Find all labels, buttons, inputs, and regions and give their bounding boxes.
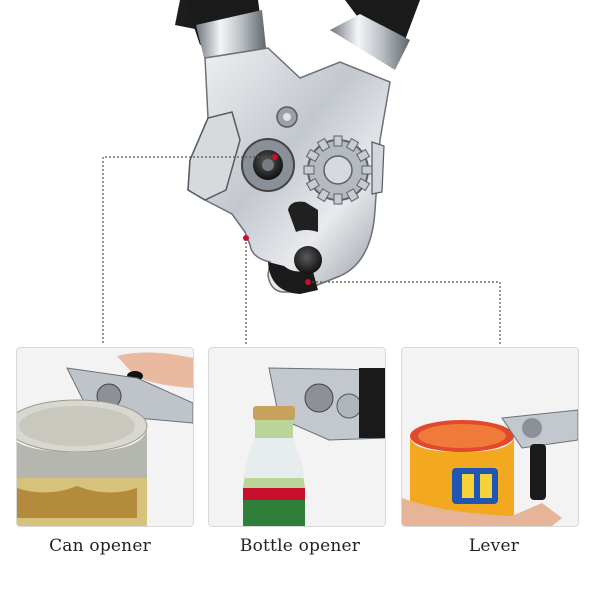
caption-can-opener: Can opener bbox=[49, 536, 151, 556]
callout-lines bbox=[102, 156, 501, 345]
callout-lever bbox=[308, 281, 501, 345]
callout-dot-can bbox=[272, 154, 278, 160]
bottle-opener-photo bbox=[208, 347, 386, 527]
callout-can-opener bbox=[102, 156, 275, 345]
caption-bottle-opener: Bottle opener bbox=[239, 536, 361, 556]
callout-dot-lever bbox=[305, 279, 311, 285]
lever-photo bbox=[401, 347, 579, 527]
can-opener-photo bbox=[16, 347, 194, 527]
left-handle bbox=[175, 0, 266, 62]
callout-dot-bottle bbox=[243, 235, 249, 241]
caption-lever: Lever bbox=[468, 536, 520, 556]
opener-body bbox=[187, 47, 391, 294]
right-handle bbox=[330, 0, 420, 70]
